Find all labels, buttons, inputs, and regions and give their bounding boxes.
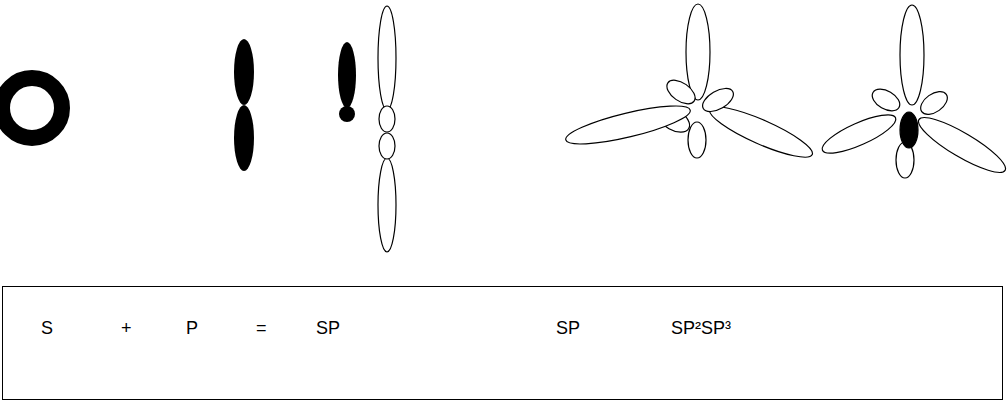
orbital-label: +: [121, 317, 132, 339]
text-box: S + P = SP SP SP²SP³: [2, 286, 1003, 400]
sp2-orbital: [563, 4, 817, 166]
sp-orbital-pair: [378, 6, 396, 252]
sp-orbital: [338, 42, 356, 122]
s-orbital: [2, 78, 62, 138]
orbital-label: P: [186, 317, 198, 339]
orbital-label: S: [41, 317, 53, 339]
orbital-label: SP²SP³: [671, 317, 731, 339]
orbital-label: =: [256, 317, 267, 339]
orbital-label: SP: [556, 317, 580, 339]
sp3-orbital: [818, 5, 1008, 181]
orbital-label: SP: [316, 317, 340, 339]
p-orbital: [234, 39, 254, 171]
